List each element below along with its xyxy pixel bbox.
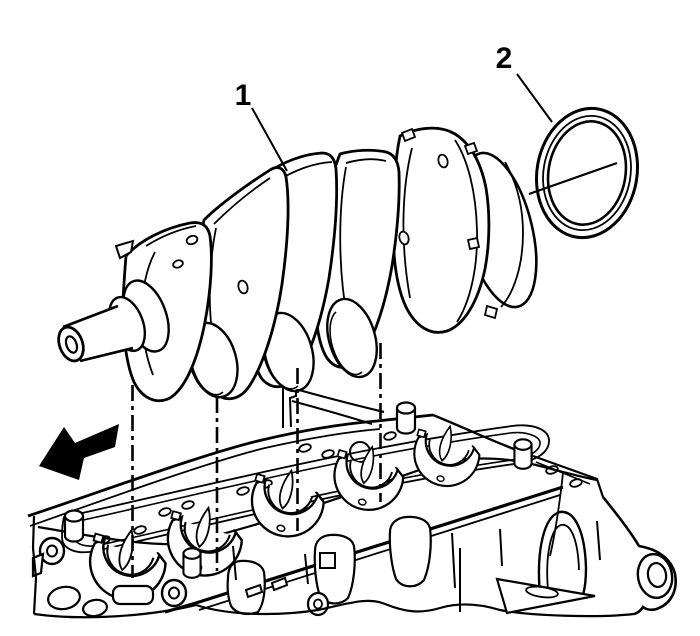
block-wedge-top [291, 386, 385, 414]
bearing-saddle-5 [404, 417, 487, 495]
end-arch-rib [537, 510, 588, 597]
bolt-boss [63, 509, 85, 543]
end-gusset-slot [525, 585, 559, 599]
callout-1-leader [251, 107, 288, 172]
bolt-boss [182, 547, 202, 579]
seal-ring [528, 106, 640, 240]
block-bottom-bosses [31, 552, 155, 618]
callout-2-leader [516, 73, 553, 123]
engine-block [27, 380, 677, 619]
callout-2-label: 2 [496, 42, 513, 75]
crank-key-tab [114, 239, 135, 260]
direction-arrow-icon [39, 424, 119, 480]
block-right-crease [549, 472, 564, 557]
bolt-boss [395, 401, 417, 435]
seal-axis-line [528, 161, 618, 196]
block-right-outline [601, 496, 677, 616]
callouts: 1 2 [235, 42, 553, 172]
bolt-boss [513, 438, 533, 470]
block-back-rail [27, 413, 434, 518]
deck-corner-surface [532, 454, 605, 498]
crank-snout-bore [64, 335, 79, 354]
callout-1-label: 1 [235, 79, 252, 112]
crank-oil-holes [172, 153, 449, 295]
alignment-centerlines [131, 343, 382, 578]
end-mount-hole [646, 561, 668, 589]
bearing-web [388, 515, 432, 588]
block-wedge-bottom [291, 400, 373, 425]
front-face-ribs [232, 520, 601, 612]
crankshaft [57, 126, 538, 403]
end-arch-rib-inner [546, 524, 580, 591]
crank-rod-journal [326, 297, 378, 379]
deck-bolt-holes [97, 431, 583, 545]
block-back-rail-inner [29, 428, 381, 527]
bearing-web [226, 559, 266, 616]
block-left-edge [31, 515, 38, 615]
